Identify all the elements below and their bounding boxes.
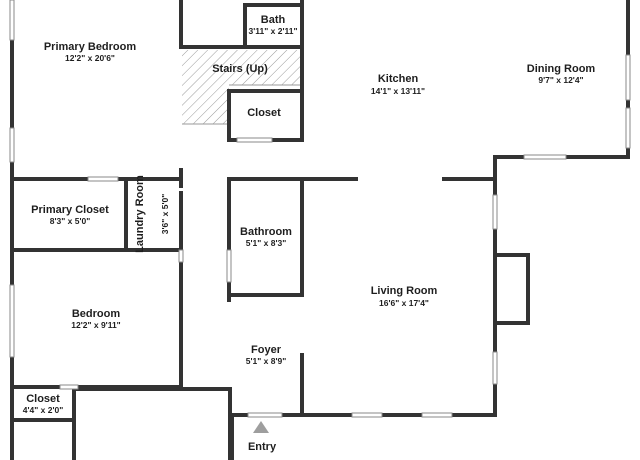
bedroom-name: Bedroom: [72, 308, 121, 320]
dining-room-name: Dining Room: [527, 63, 596, 75]
kitchen-dims: 14'1" x 13'11": [371, 86, 425, 96]
closet-lower-name: Closet: [26, 393, 60, 405]
kitchen-name: Kitchen: [378, 73, 419, 85]
walls: [10, 0, 630, 460]
living-room-dims: 16'6" x 17'4": [379, 298, 429, 308]
bedroom-dims: 12'2" x 9'11": [71, 320, 120, 330]
bathroom-dims: 5'1" x 8'3": [246, 238, 286, 248]
primary-closet-dims: 8'3" x 5'0": [50, 216, 90, 226]
closet-lower-dims: 4'4" x 2'0": [23, 405, 63, 415]
stairs-area: [182, 50, 300, 125]
primary-bedroom-dims: 12'2" x 20'6": [65, 53, 115, 63]
stairs-name: Stairs (Up): [212, 63, 268, 75]
foyer-dims: 5'1" x 8'9": [246, 356, 286, 366]
windows: [9, 0, 631, 418]
entry-arrow-icon: [253, 421, 269, 433]
bathroom-name: Bathroom: [240, 226, 292, 238]
primary-bedroom-name: Primary Bedroom: [44, 41, 137, 53]
entry-label: Entry: [248, 441, 277, 453]
foyer-name: Foyer: [251, 344, 282, 356]
laundry-room-name: Laundry Room: [134, 175, 146, 253]
room-labels: Primary Bedroom 12'2" x 20'6" Bath 3'11"…: [23, 14, 596, 453]
laundry-room-dims: 3'6" x 5'0": [160, 194, 170, 234]
bath-dims: 3'11" x 2'11": [249, 26, 298, 36]
bath-name: Bath: [261, 14, 286, 26]
closet-upper-name: Closet: [247, 107, 281, 119]
primary-closet-name: Primary Closet: [31, 204, 109, 216]
dining-room-dims: 9'7" x 12'4": [538, 75, 583, 85]
living-room-name: Living Room: [371, 285, 438, 297]
